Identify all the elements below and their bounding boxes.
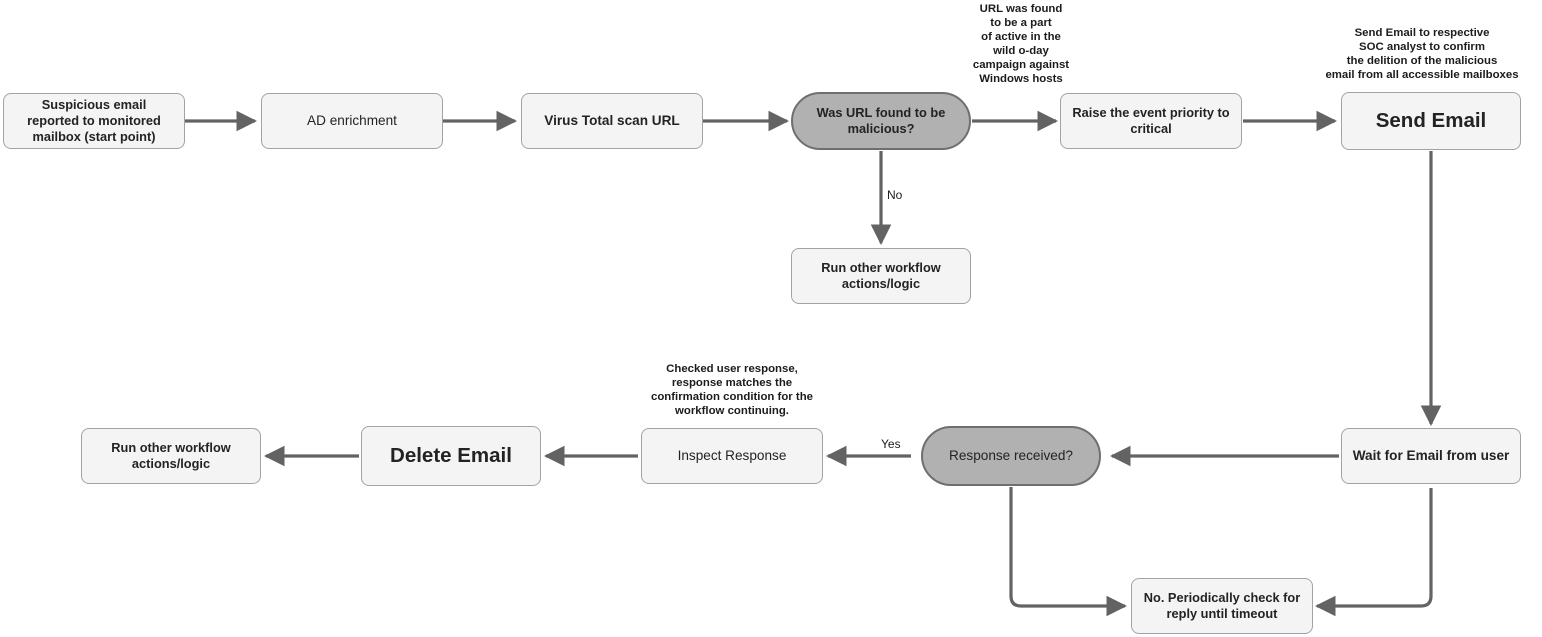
node-ad-enrichment-label: AD enrichment: [307, 112, 397, 128]
node-raise-priority-label: Raise the event priority to critical: [1072, 105, 1230, 136]
node-send-email-label: Send Email: [1375, 109, 1487, 133]
node-start[interactable]: Suspicious email reported to monitored m…: [3, 93, 185, 149]
node-inspect-response[interactable]: Inspect Response: [641, 428, 823, 484]
node-periodic-check[interactable]: No. Periodically check for reply until t…: [1131, 578, 1313, 634]
node-was-url-malicious-label: Was URL found to be malicious?: [816, 105, 946, 136]
node-start-label: Suspicious email reported to monitored m…: [27, 97, 161, 144]
node-virus-total-scan[interactable]: Virus Total scan URL: [521, 93, 703, 149]
node-delete-email[interactable]: Delete Email: [361, 426, 541, 486]
node-run-other-workflow-bottom-label: Run other workflow actions/logic: [111, 440, 231, 471]
annotation-zero-day: URL was found to be a part of active in …: [972, 3, 1070, 85]
annotation-send-email: Send Email to respective SOC analyst to …: [1325, 27, 1519, 81]
node-wait-for-email[interactable]: Wait for Email from user: [1341, 428, 1521, 484]
node-was-url-malicious[interactable]: Was URL found to be malicious?: [791, 92, 971, 150]
edge-label-yes: Yes: [881, 437, 901, 451]
node-delete-email-label: Delete Email: [390, 444, 512, 468]
edge-label-no: No: [887, 188, 903, 202]
node-send-email[interactable]: Send Email: [1341, 92, 1521, 150]
node-raise-priority[interactable]: Raise the event priority to critical: [1060, 93, 1242, 149]
node-response-received[interactable]: Response received?: [921, 426, 1101, 486]
node-response-received-label: Response received?: [949, 447, 1073, 463]
node-inspect-response-label: Inspect Response: [677, 447, 787, 463]
node-run-other-workflow-bottom[interactable]: Run other workflow actions/logic: [81, 428, 261, 484]
node-periodic-check-label: No. Periodically check for reply until t…: [1143, 590, 1301, 621]
node-ad-enrichment[interactable]: AD enrichment: [261, 93, 443, 149]
annotation-checked-response: Checked user response, response matches …: [651, 363, 813, 417]
node-wait-for-email-label: Wait for Email from user: [1352, 447, 1510, 463]
edge-wait-for-email-to-periodic-check: [1314, 488, 1433, 617]
node-run-other-workflow-top[interactable]: Run other workflow actions/logic: [791, 248, 971, 304]
node-virus-total-scan-label: Virus Total scan URL: [544, 112, 680, 128]
node-run-other-workflow-top-label: Run other workflow actions/logic: [821, 260, 941, 291]
edge-response-received-to-periodic-check: [1009, 487, 1128, 617]
